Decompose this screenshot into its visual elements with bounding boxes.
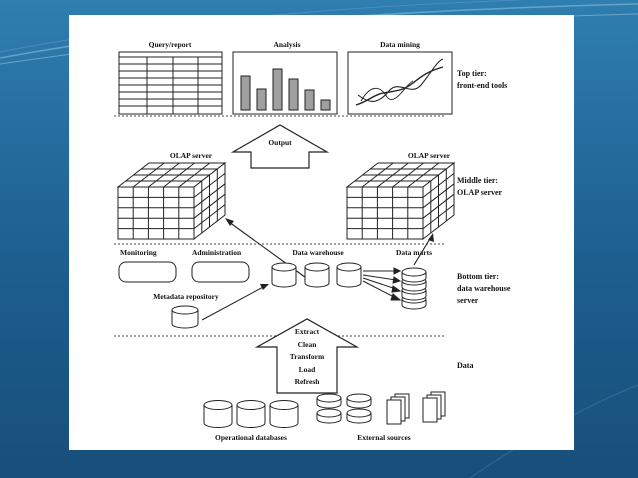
analysis-bar [304, 89, 315, 111]
data-warehouse-architecture-diagram: Query/report Analysis Data mining Top ti… [114, 40, 511, 442]
etl-step: Clean [298, 340, 318, 349]
analysis-bar [256, 88, 267, 111]
bottom-tier-label: Bottom tier: [457, 272, 499, 281]
etl-step: Transform [290, 352, 325, 361]
data-mining-label: Data mining [380, 40, 420, 49]
external-sources-documents-icon [386, 391, 446, 425]
bottom-tier-sublabel-1: data warehouse [457, 284, 511, 293]
bottom-tier-sublabel-2: server [457, 296, 479, 305]
top-tier-label: Top tier: [457, 69, 487, 78]
analysis-label: Analysis [273, 40, 300, 49]
data-marts-stack-icon [401, 267, 427, 310]
operational-databases-label: Operational databases [215, 433, 287, 442]
output-arrow: Output [230, 124, 330, 169]
analysis-bar [240, 75, 251, 111]
data-warehouse-cylinders-icon [271, 262, 362, 288]
etl-step: Load [299, 365, 317, 374]
olap-to-datamarts-arrow [413, 233, 434, 266]
olap-server-left-label: OLAP server [170, 151, 213, 160]
etl-arrow: Extract Clean Transform Load Refresh [254, 318, 360, 394]
etl-step: Extract [295, 327, 320, 336]
etl-step: Refresh [295, 377, 321, 386]
analysis-bar [320, 99, 331, 111]
data-warehouse-label: Data warehouse [292, 248, 344, 257]
output-label: Output [268, 138, 292, 147]
metadata-repository-label: Metadata repository [153, 292, 219, 301]
analysis-bar-chart-icon [232, 51, 338, 115]
operational-databases-icon [203, 400, 299, 428]
olap-cube-right-icon [345, 161, 456, 241]
middle-tier-label: Middle tier: [457, 176, 498, 185]
warehouse-to-datamarts-arrows [362, 267, 402, 301]
monitoring-label: Monitoring [120, 248, 157, 257]
analysis-bar [288, 78, 299, 111]
olap-server-right-label: OLAP server [408, 151, 451, 160]
query-report-label: Query/report [149, 40, 192, 49]
external-sources-label: External sources [357, 433, 410, 442]
diagram-slide: Query/report Analysis Data mining Top ti… [69, 15, 574, 450]
monitoring-box [118, 261, 177, 283]
metadata-repository-cylinder-icon [171, 305, 199, 329]
external-sources-databases-icon [316, 393, 372, 424]
query-report-table-icon [118, 51, 223, 115]
data-marts-label: Data marts [396, 248, 432, 257]
top-tier-sublabel: front-end tools [457, 81, 507, 90]
metadata-to-warehouse-arrow [201, 284, 269, 321]
data-mining-chart-icon [347, 51, 453, 115]
administration-box [191, 261, 250, 283]
middle-tier-sublabel: OLAP server [457, 188, 503, 197]
administration-label: Administration [192, 248, 242, 257]
data-tier-label: Data [457, 361, 473, 370]
olap-cube-left-icon [116, 161, 227, 241]
analysis-bar [272, 68, 283, 111]
